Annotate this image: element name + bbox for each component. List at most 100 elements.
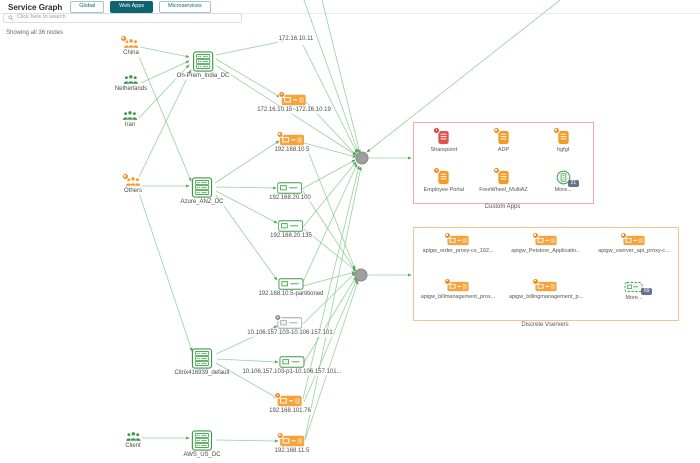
- warning-badge: [492, 127, 500, 134]
- more-count-badge: 21: [568, 180, 579, 187]
- client-node-iran[interactable]: Iran: [122, 110, 138, 129]
- vserver-label: apigw_vserver_api_proxy-c...: [598, 248, 670, 254]
- discrete-vservers-panel: apigw_order_proxy-cs_192... apigw_Petsto…: [413, 227, 679, 321]
- critical-badge: [433, 127, 441, 134]
- node-label: AWS_US_DC: [182, 452, 222, 459]
- node-label: Netherlands: [113, 86, 149, 93]
- vserver-node-billingmanagement[interactable]: apigw_billingmanagement_p...: [502, 274, 590, 321]
- warning-badge: [120, 35, 127, 42]
- node-label: Azure_ANZ_DC: [179, 199, 225, 206]
- more-label: More...: [625, 294, 643, 301]
- node-label: Others: [122, 188, 144, 195]
- server-node-10-106-157-103-p1[interactable]: 10.106.157.103-p1-10.106.157.101...: [241, 356, 343, 376]
- users-icon: [125, 431, 141, 442]
- app-label: ADP: [497, 147, 510, 153]
- datacenter-icon: [191, 177, 212, 198]
- node-label: 10.106.157.103-p1-10.106.157.101...: [241, 369, 343, 376]
- node-label: 192.168.10.5-partitioned: [257, 291, 325, 298]
- warning-badge: [274, 392, 282, 399]
- vserver-icon: [279, 278, 304, 290]
- vserver-icon: [279, 220, 304, 232]
- datacenter-node-aws-us[interactable]: AWS_US_DC: [182, 430, 222, 459]
- node-label: 172.16.10.15~172.16.10.19: [256, 107, 332, 114]
- server-node-172-16-10-11[interactable]: 172.16.10.11: [277, 35, 315, 43]
- vserver-label: apigw_order_proxy-cs_192...: [422, 248, 494, 254]
- status-text: Showing all 36 nodes: [6, 30, 64, 36]
- datacenter-node-onprem-india[interactable]: On-Prem_India_DC: [175, 51, 231, 80]
- warning-badge: [620, 232, 627, 239]
- more-count-badge: 69: [641, 287, 652, 295]
- vserver-node-api-proxy[interactable]: apigw_vserver_api_proxy-c...: [590, 228, 678, 274]
- users-icon: [123, 74, 139, 85]
- tab-microservices[interactable]: Microservices: [159, 1, 211, 13]
- client-node-client[interactable]: Client: [124, 431, 142, 450]
- server-node-192-168-10-5[interactable]: 192.168.10.5: [273, 131, 311, 154]
- node-label: 192.168.20.100: [268, 195, 312, 202]
- vserver-node-billmanagement[interactable]: apigw_billmanagement_prox...: [414, 274, 502, 321]
- users-icon: [122, 110, 138, 121]
- search-placeholder: Click here to search: [17, 14, 66, 21]
- custom-apps-panel-title: Custom Apps: [484, 204, 521, 210]
- node-label: 10.106.157.103-10.106.157.101: [246, 330, 334, 337]
- app-label: Employee Portal: [423, 187, 464, 193]
- search-input[interactable]: Click here to search: [3, 13, 242, 23]
- datacenter-node-citrix-default[interactable]: Citrix416939_default: [173, 348, 231, 377]
- apps-more-button[interactable]: 21 More...: [533, 163, 593, 203]
- server-node-192-168-10-5-partitioned[interactable]: 192.168.10.5-partitioned: [257, 278, 325, 298]
- warning-badge: [121, 173, 129, 180]
- warning-badge: [552, 127, 560, 134]
- inactive-badge: [274, 314, 282, 321]
- node-label: 192.168.101.76: [268, 408, 312, 415]
- vserver-node-petstore[interactable]: apigw_Petstore_Applicatio...: [502, 228, 590, 274]
- warning-badge: [444, 277, 451, 285]
- client-node-china[interactable]: China: [120, 35, 140, 57]
- vservers-more-button[interactable]: 69 More...: [590, 274, 678, 321]
- node-label: Client: [124, 443, 142, 450]
- vserver-label: apigw_billmanagement_prox...: [420, 293, 496, 300]
- app-node-hgfgf[interactable]: hgfgf: [533, 123, 593, 163]
- warning-badge: [532, 277, 539, 285]
- datacenter-node-azure-anz[interactable]: Azure_ANZ_DC: [179, 177, 225, 206]
- vserver-icon: [277, 317, 302, 329]
- warning-badge: [532, 232, 539, 239]
- vserver-icon: [278, 182, 303, 194]
- node-label: Citrix416939_default: [173, 370, 231, 377]
- vserver-label: apigw_billingmanagement_p...: [508, 293, 584, 300]
- client-node-netherlands[interactable]: Netherlands: [113, 74, 149, 93]
- aggregation-node-apps[interactable]: [355, 151, 369, 165]
- tab-web-apps[interactable]: Web Apps: [110, 1, 154, 13]
- search-icon: [8, 15, 14, 21]
- server-node-172-16-10-15-range[interactable]: 172.16.10.15~172.16.10.19: [256, 91, 332, 114]
- warning-badge: [278, 91, 286, 98]
- app-node-sharepoint[interactable]: Sharepoint: [414, 123, 474, 163]
- vserver-icon: [281, 94, 306, 106]
- server-node-192-168-20-100[interactable]: 192.168.20.100: [268, 182, 312, 202]
- app-node-freewheel-multiaz[interactable]: FreeWheel_MultiAZ: [474, 163, 534, 203]
- warning-badge: [276, 432, 284, 439]
- app-node-employee-portal[interactable]: Employee Portal: [414, 163, 474, 203]
- server-node-192-168-101-76[interactable]: 192.168.101.76: [268, 392, 312, 415]
- discrete-vservers-panel-title: Discrete Vservers: [521, 322, 569, 328]
- vserver-icon: [278, 395, 303, 407]
- warning-badge: [492, 167, 500, 174]
- datacenter-icon: [191, 348, 212, 369]
- app-node-adp[interactable]: ADP: [474, 123, 534, 163]
- server-node-10-106-157-103[interactable]: 10.106.157.103-10.106.157.101: [246, 314, 334, 337]
- server-node-192-168-11-5[interactable]: 192.168.11.5: [273, 432, 311, 455]
- more-label: More...: [554, 187, 572, 193]
- vserver-node-order-proxy[interactable]: apigw_order_proxy-cs_192...: [414, 228, 502, 274]
- node-label: China: [122, 50, 140, 57]
- node-label: 192.168.20.135: [269, 233, 313, 240]
- node-label: 172.16.10.11: [277, 36, 315, 43]
- server-node-192-168-20-135[interactable]: 192.168.20.135: [269, 220, 313, 240]
- datacenter-icon: [192, 430, 213, 451]
- app-label: Sharepoint: [430, 147, 458, 153]
- aggregation-node-vservers[interactable]: [354, 268, 368, 282]
- node-label: On-Prem_India_DC: [175, 73, 231, 80]
- vserver-icon: [280, 356, 305, 368]
- tab-global[interactable]: Global: [70, 1, 105, 13]
- warning-badge: [433, 167, 441, 174]
- client-node-others[interactable]: Others: [121, 173, 144, 195]
